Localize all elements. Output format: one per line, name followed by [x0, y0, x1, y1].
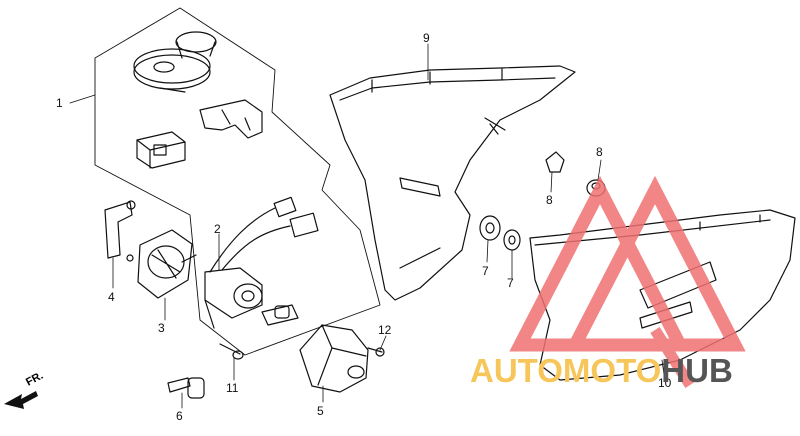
ignition-switch-part — [204, 196, 319, 329]
watermark-text-moto: MOTO — [562, 352, 662, 389]
front-direction-arrow — [4, 391, 38, 409]
callout-3: 3 — [158, 321, 165, 335]
grommet-part-b — [503, 229, 521, 251]
lock-set-outline — [94, 7, 381, 356]
callout-8a: 8 — [546, 193, 553, 207]
callout-8b: 8 — [596, 145, 603, 159]
watermark-text-auto: AUTO — [470, 352, 563, 389]
right-side-cover-part — [529, 209, 796, 381]
watermark-logo — [509, 175, 746, 388]
callout-6: 6 — [176, 409, 183, 423]
callout-11: 11 — [226, 381, 239, 395]
watermark-text: AUTOMOTOHUB — [470, 352, 800, 389]
lock-cap-part — [133, 31, 217, 93]
leader-lines — [69, 43, 665, 409]
bracket-part — [104, 200, 136, 262]
left-side-cover-part — [329, 65, 576, 301]
screw-part — [219, 343, 244, 360]
key-cylinder-part — [137, 229, 197, 299]
callout-10: 10 — [658, 376, 672, 390]
lock-holder-part — [136, 131, 186, 169]
callout-5: 5 — [317, 404, 324, 418]
callout-4: 4 — [108, 290, 115, 304]
small-screw-part — [367, 347, 385, 357]
key-blank-part — [167, 377, 205, 399]
callout-9: 9 — [423, 31, 430, 45]
callout-7a: 7 — [482, 264, 489, 278]
lock-cover-part — [299, 324, 369, 393]
grommet-part-a — [479, 215, 501, 241]
lock-clip-part — [199, 99, 263, 139]
callout-2: 2 — [214, 222, 221, 236]
callout-7b: 7 — [507, 276, 514, 290]
ignition-key-part — [261, 304, 299, 326]
callout-1: 1 — [56, 96, 63, 110]
callout-12: 12 — [378, 323, 392, 337]
collar-part-a — [545, 151, 565, 173]
watermark-text-hub: HUB — [661, 352, 733, 389]
